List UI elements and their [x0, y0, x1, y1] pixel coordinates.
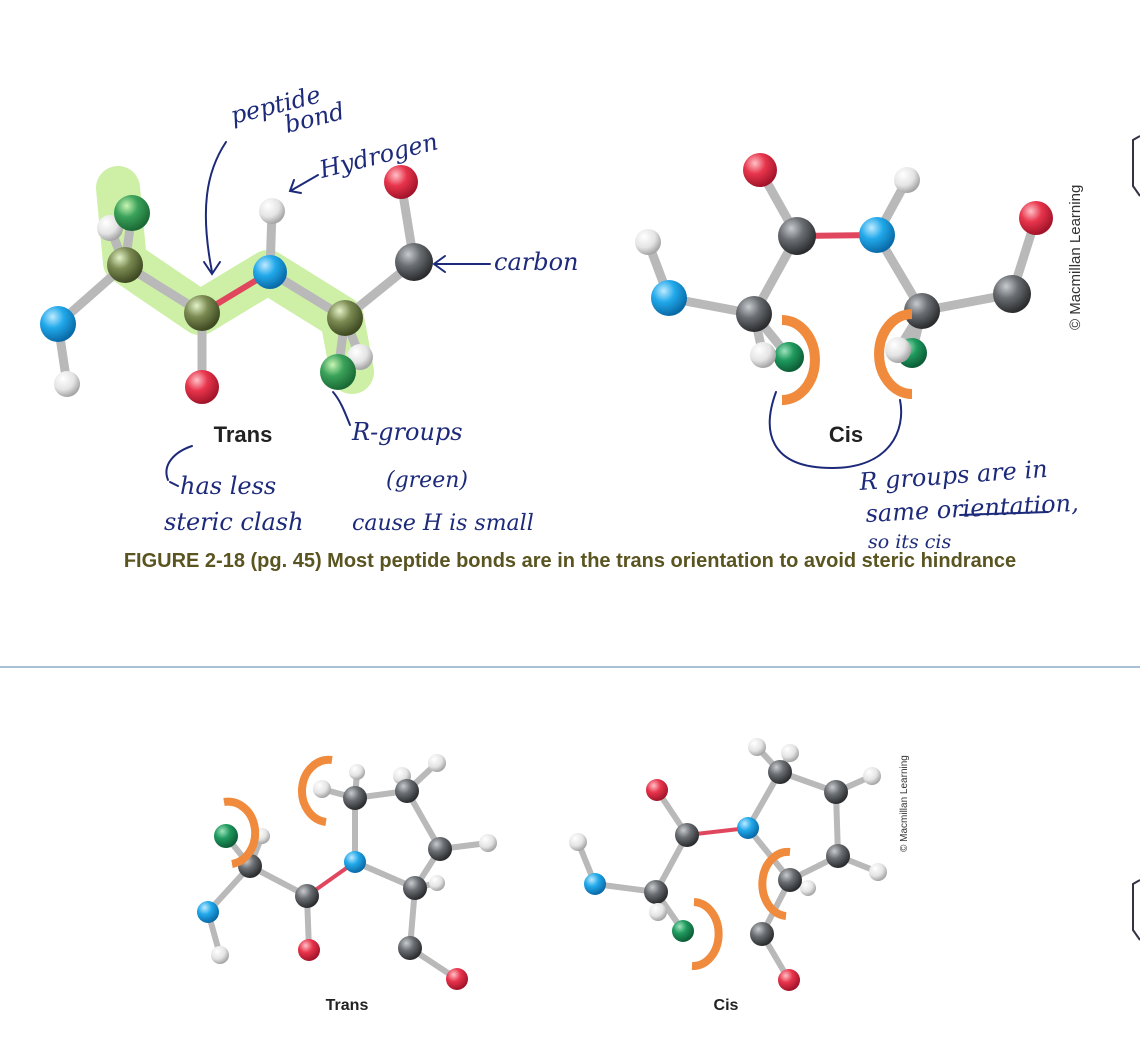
r-group-atom — [320, 354, 356, 390]
hydrogen-atom — [313, 780, 331, 798]
hydrogen-atom — [800, 880, 816, 896]
oxygen-atom — [778, 969, 800, 991]
hydrogen-atom — [748, 738, 766, 756]
top-trans-molecule — [40, 165, 433, 404]
nitrogen-atom — [197, 901, 219, 923]
hydrogen-atom — [349, 764, 365, 780]
oxygen-atom — [384, 165, 418, 199]
hydrogen-atom — [635, 229, 661, 255]
hydrogen-atom — [479, 834, 497, 852]
oxygen-atom — [743, 153, 777, 187]
hydrogen-atom — [429, 875, 445, 891]
carbonyl-carbon-atom — [675, 823, 699, 847]
carbonyl-carbon-atom — [184, 295, 220, 331]
annotation-cis-note-line1: R groups are in — [857, 455, 1048, 496]
cis-strikethrough — [959, 511, 1049, 516]
carbon-atom — [395, 243, 433, 281]
oxygen-atom — [298, 939, 320, 961]
annotation-r-groups-line2: (green) — [386, 468, 468, 493]
hydrogen-atom — [750, 342, 776, 368]
cis-bracket — [768, 391, 903, 470]
hydrogen-atom — [428, 754, 446, 772]
hydrogen-atom — [781, 744, 799, 762]
annotation-r-groups-line1: R-groups — [351, 418, 463, 446]
edge-mark-top — [1132, 135, 1140, 197]
carbon-atom — [993, 275, 1031, 313]
carbon-atom — [824, 780, 848, 804]
hydrogen-atom — [259, 198, 285, 224]
nitrogen-atom — [651, 280, 687, 316]
hydrogen-arrow — [291, 174, 319, 191]
nitrogen-atom — [344, 851, 366, 873]
carbon-atom — [398, 936, 422, 960]
nitrogen-atom — [584, 873, 606, 895]
carbonyl-carbon-atom — [778, 217, 816, 255]
carbon-atom — [428, 837, 452, 861]
oxygen-atom — [646, 779, 668, 801]
peptide-bond-arrow — [204, 141, 227, 273]
r-group-atom — [672, 920, 694, 942]
ink-annotations — [165, 141, 1049, 516]
steric-clash-arc — [758, 847, 791, 920]
top-trans-label: Trans — [214, 422, 273, 447]
annotation-trans-note-line2: steric clash — [164, 508, 304, 536]
nitrogen-atom — [253, 255, 287, 289]
steric-clash-arc — [297, 755, 333, 826]
carbonyl-carbon-atom — [295, 884, 319, 908]
alpha-carbon-atom — [107, 247, 143, 283]
figure-caption: FIGURE 2-18 (pg. 45) Most peptide bonds … — [124, 550, 1016, 572]
carbon-atom — [343, 786, 367, 810]
carbon-atom — [750, 922, 774, 946]
steric-clash-arc — [223, 797, 260, 868]
annotation-carbon: carbon — [494, 248, 579, 276]
annotation-cis-note-line2: same orientation, — [865, 489, 1079, 528]
oxygen-atom — [185, 370, 219, 404]
hydrogen-atom — [211, 946, 229, 964]
bottom-cis-label: Cis — [714, 997, 739, 1014]
annotation-hydrogen: Hydrogen — [316, 127, 441, 184]
carbon-atom — [768, 760, 792, 784]
r-group-pointer — [332, 391, 351, 426]
bottom-trans-molecule — [197, 754, 497, 990]
alpha-carbon-atom — [644, 880, 668, 904]
hydrogen-atom — [885, 337, 911, 363]
annotation-cis-note-line3: so its cis — [868, 531, 951, 553]
hydrogen-atom — [649, 903, 667, 921]
trans-note-hook — [165, 445, 193, 481]
top-credit: © Macmillan Learning — [1067, 185, 1084, 330]
carbon-atom — [395, 779, 419, 803]
carbon-atom — [826, 844, 850, 868]
alpha-carbon-atom — [736, 296, 772, 332]
bottom-trans-label: Trans — [326, 997, 369, 1014]
nitrogen-atom — [40, 306, 76, 342]
top-cis-molecule — [635, 153, 1053, 405]
steric-clash-arc — [691, 898, 723, 971]
hydrogen-atom — [54, 371, 80, 397]
r-group-atom — [774, 342, 804, 372]
alpha-carbon-atom — [327, 300, 363, 336]
hydrogen-atom — [869, 863, 887, 881]
r-group-atom — [214, 824, 238, 848]
annotation-trans-note-line1: has less — [180, 472, 276, 500]
hydrogen-atom — [569, 833, 587, 851]
hydrogen-atom — [894, 167, 920, 193]
steric-clash-arc — [781, 315, 820, 405]
nitrogen-atom — [859, 217, 895, 253]
nitrogen-atom — [737, 817, 759, 839]
oxygen-atom — [1019, 201, 1053, 235]
alpha-carbon-atom — [904, 293, 940, 329]
r-group-atom — [114, 195, 150, 231]
annotation-trans-note-line3: cause H is small — [352, 511, 534, 536]
alpha-carbon-atom — [778, 868, 802, 892]
hydrogen-atom — [863, 767, 881, 785]
steric-clash-arc — [874, 309, 913, 399]
alpha-carbon-atom — [403, 876, 427, 900]
edge-mark-bottom — [1132, 879, 1140, 941]
top-cis-label: Cis — [829, 422, 863, 447]
oxygen-atom — [446, 968, 468, 990]
bottom-cis-molecule — [569, 738, 887, 991]
bottom-credit: © Macmillan Learning — [899, 755, 910, 852]
